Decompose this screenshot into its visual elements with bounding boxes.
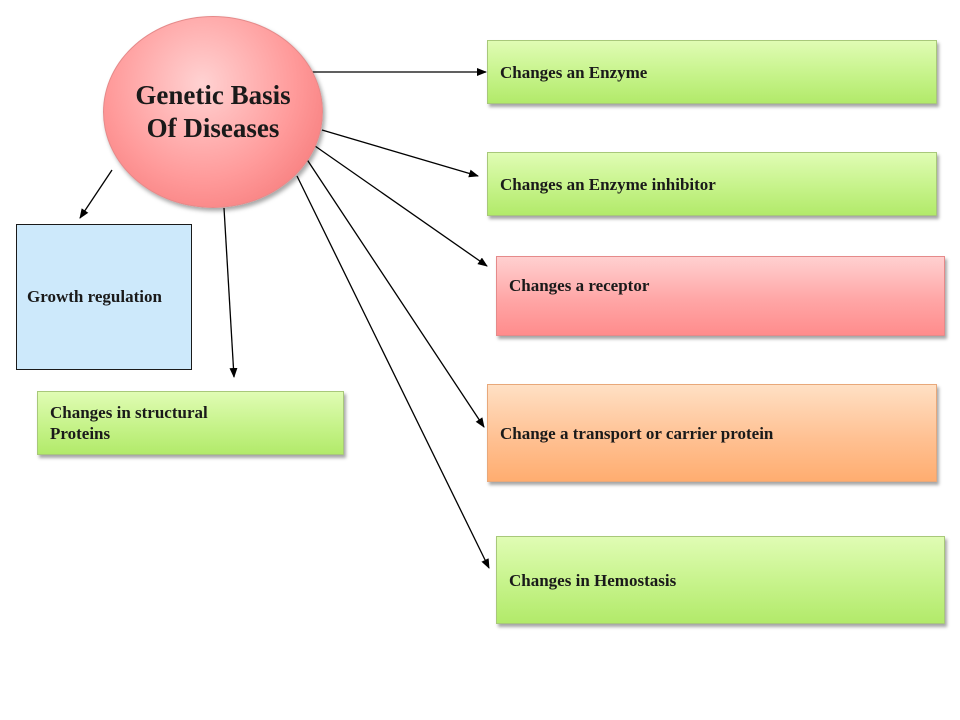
center-node-label: Genetic Basis Of Diseases — [135, 80, 291, 143]
node-label: Changes an Enzyme — [500, 62, 648, 82]
node-changes-enzyme: Changes an Enzyme — [487, 40, 937, 104]
node-changes-receptor: Changes a receptor — [496, 256, 945, 336]
node-label: Growth regulation — [27, 287, 162, 306]
arrow-to-structural — [223, 207, 238, 378]
node-growth-regulation: Growth regulation — [16, 224, 192, 370]
node-label: Changes an Enzyme inhibitor — [500, 174, 716, 194]
node-changes-hemostasis: Changes in Hemostasis — [496, 536, 945, 624]
node-changes-structural-proteins: Changes in structural Proteins — [37, 391, 344, 455]
arrow-to-receptor — [314, 145, 488, 267]
node-change-transport: Change a transport or carrier protein — [487, 384, 937, 482]
node-changes-enzyme-inhibitor: Changes an Enzyme inhibitor — [487, 152, 937, 216]
arrow-to-transport — [305, 157, 485, 428]
arrow-to-growth — [79, 169, 113, 219]
arrow-to-enzyme-inhibitor — [321, 129, 479, 178]
node-label: Change a transport or carrier protein — [500, 423, 774, 443]
node-label: Changes in structural Proteins — [50, 403, 208, 443]
arrow-to-hemostasis — [296, 175, 490, 569]
node-label: Changes in Hemostasis — [509, 570, 677, 590]
center-node-genetic-basis: Genetic Basis Of Diseases — [103, 16, 323, 208]
node-label: Changes a receptor — [509, 276, 650, 295]
